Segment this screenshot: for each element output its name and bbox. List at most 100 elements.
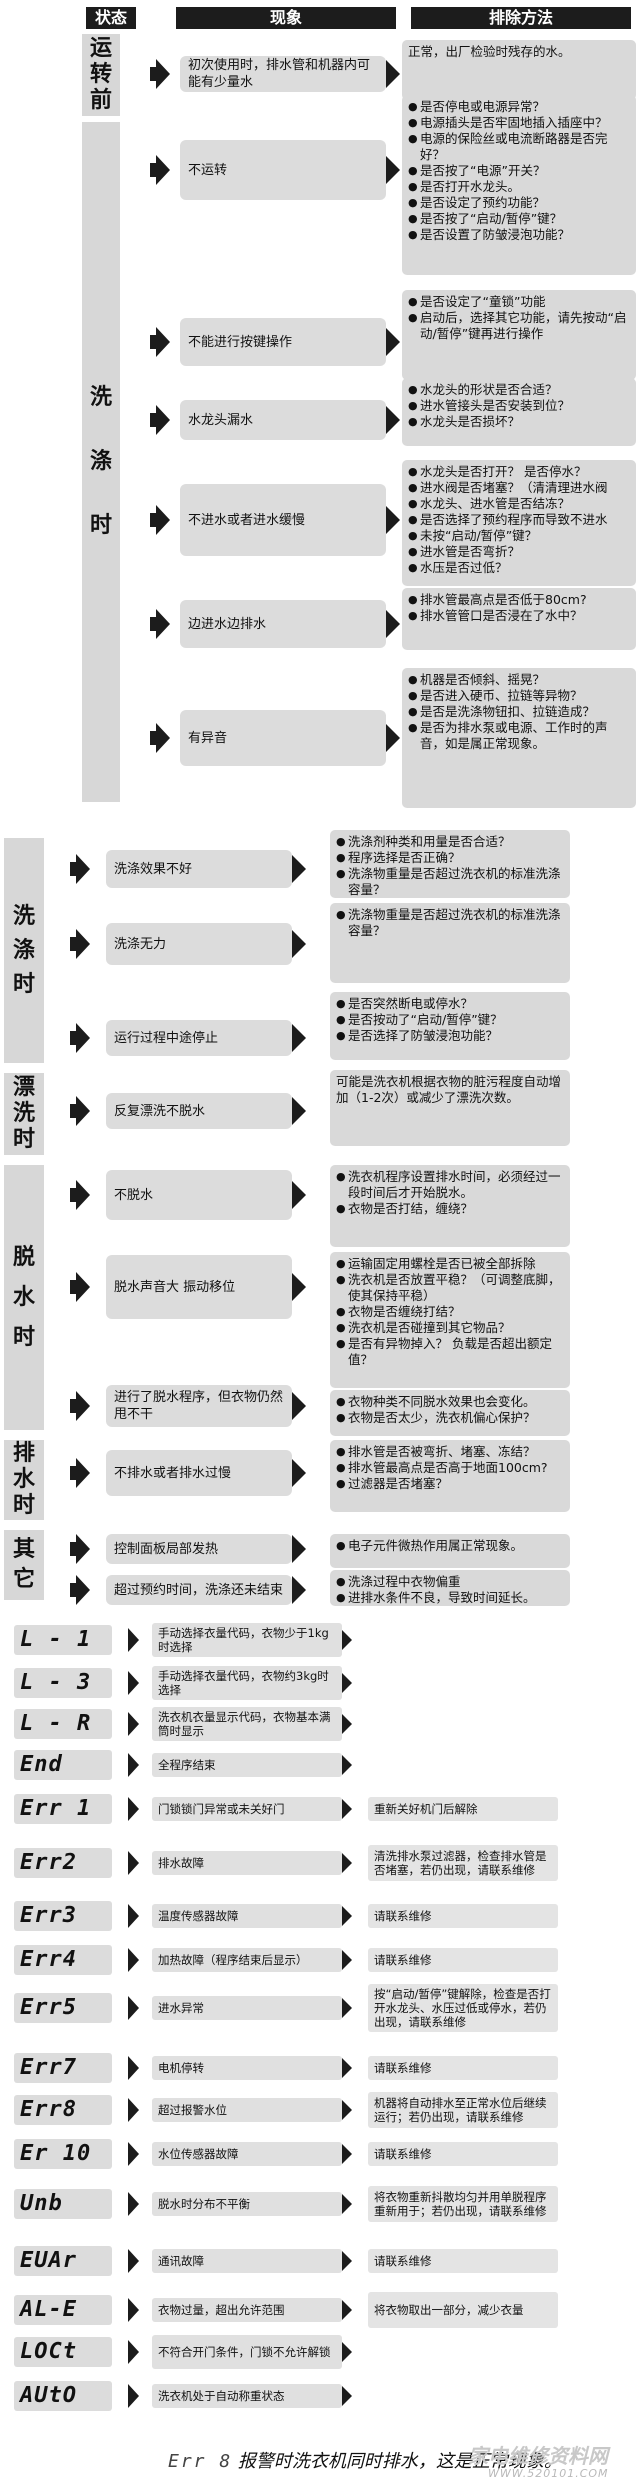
bullet-icon: ● — [336, 1395, 346, 1408]
arrow-icon — [70, 1534, 90, 1564]
fix-item: ●电源的保险丝或电流断路器是否完好？ — [408, 131, 630, 163]
pointer-icon — [292, 1576, 306, 1604]
error-code: LOCt — [14, 2337, 112, 2367]
fix-item: ●启动后，选择其它功能，请先按动“启动/暂停”键再进行操作 — [408, 310, 630, 342]
bullet-icon: ● — [408, 705, 418, 718]
pointer-icon — [342, 2194, 352, 2214]
fix-text: 是否停电或电源异常？ — [420, 99, 546, 114]
arrow-icon — [150, 723, 170, 753]
fix-item: ●是否进入硬币、拉链等异物？ — [408, 688, 630, 704]
arrow-icon — [128, 2384, 139, 2408]
fix-text: 电子元件微热作用属正常现象。 — [348, 1538, 524, 1553]
arrow-icon — [70, 854, 90, 884]
fix-box: ●机器是否倾斜、摇晃？●是否进入硬币、拉链等异物？●是否是洗涤物钮扣、拉链造成？… — [402, 668, 636, 808]
header-state: 状态 — [86, 7, 136, 29]
fix-text: 洗涤物重量是否超过洗衣机的标准洗涤容量？ — [348, 907, 561, 938]
fix-item: ●进排水条件不良，导致时间延长。 — [336, 1590, 564, 1606]
error-code: Err2 — [14, 1848, 112, 1878]
arrow-icon — [128, 2056, 139, 2080]
pointer-icon — [386, 724, 400, 752]
error-description: 手动选择衣量代码，衣物少于1kg时选择 — [152, 1623, 342, 1657]
error-code: AUtO — [14, 2381, 112, 2411]
fix-text: 水龙头的形状是否合适？ — [420, 382, 558, 397]
arrow-icon — [128, 2340, 139, 2364]
header-fix: 排除方法 — [411, 7, 631, 29]
bullet-icon: ● — [336, 851, 346, 864]
state-label: 排水时 — [13, 1441, 36, 1518]
fix-box: ●洗涤物重量是否超过洗衣机的标准洗涤容量？ — [330, 903, 570, 983]
fix-box: ●洗衣机程序设置排水时间，必须经过一段时间后才开始脱水。●衣物是否打结，缠绕？ — [330, 1165, 570, 1247]
fix-text: 是否是洗涤物钮扣、拉链造成？ — [420, 704, 596, 719]
pointer-icon — [386, 60, 400, 88]
error-solution: 清洗排水泵过滤器，检查排水管是否堵塞，若仍出现，请联系维修 — [368, 1845, 558, 1881]
fix-box: 正常，出厂检验时残存的水。 — [402, 40, 636, 100]
bullet-icon: ● — [336, 1029, 346, 1042]
fix-item: ●水压是否过低？ — [408, 560, 630, 576]
bullet-icon: ● — [336, 1337, 346, 1350]
pointer-icon — [342, 2300, 352, 2320]
bullet-icon: ● — [408, 311, 418, 324]
symptom-label: 初次使用时，排水管和机器内可能有少量水 — [180, 56, 386, 92]
bullet-icon: ● — [408, 228, 418, 241]
fix-text: 水龙头、进水管是否结冻？ — [420, 496, 571, 511]
fix-text: 运输固定用螺栓是否已被全部拆除 — [348, 1256, 536, 1271]
arrow-icon — [128, 2249, 139, 2273]
bullet-icon: ● — [408, 481, 418, 494]
arrow-icon — [150, 405, 170, 435]
fix-item: ●过滤器是否堵塞？ — [336, 1476, 564, 1492]
error-code: L - R — [14, 1709, 112, 1739]
bullet-icon: ● — [408, 399, 418, 412]
fix-text: 衣物是否打结，缠绕？ — [348, 1201, 474, 1216]
error-code: EUAr — [14, 2246, 112, 2276]
symptom-label: 超过预约时间，洗涤还未结束 — [106, 1575, 292, 1605]
pointer-icon — [342, 1799, 352, 1819]
pointer-icon — [386, 156, 400, 184]
pointer-icon — [292, 1273, 306, 1301]
state-label: 洗涤时 — [13, 903, 36, 997]
state-washing-2: 洗涤时 — [4, 838, 44, 1063]
symptom-label: 有异音 — [180, 710, 386, 766]
fix-item: ●是否为排水泵或电源、工作时的声音，如是属正常现象。 — [408, 720, 630, 752]
fix-text: 洗涤剂种类和用量是否合适？ — [348, 834, 511, 849]
fix-box: ●排水管是否被弯折、堵塞、冻结？●排水管最高点是否高于地面100cm?●过滤器是… — [330, 1440, 570, 1512]
fix-item: ●水龙头是否损坏？ — [408, 414, 630, 430]
arrow-icon — [128, 1996, 139, 2020]
fix-text: 进水管是否弯折？ — [420, 544, 521, 559]
fix-item: ●洗涤过程中衣物偏重 — [336, 1574, 564, 1590]
state-label: 洗涤时 — [90, 385, 113, 538]
state-spinning: 脱水时 — [4, 1165, 44, 1430]
state-label: 运转前 — [90, 36, 113, 113]
bullet-icon: ● — [408, 465, 418, 478]
bullet-icon: ● — [336, 1411, 346, 1424]
arrow-icon — [128, 2192, 139, 2216]
fix-text: 衣物种类不同脱水效果也会变化。 — [348, 1394, 536, 1409]
fix-item: ●洗涤物重量是否超过洗衣机的标准洗涤容量？ — [336, 907, 564, 939]
fix-text: 是否按了“启动/暂停”键？ — [420, 211, 563, 226]
bullet-icon: ● — [408, 383, 418, 396]
bullet-icon: ● — [336, 1591, 346, 1604]
fix-text: 进排水条件不良，导致时间延长。 — [348, 1590, 536, 1605]
fix-text: 进水阀是否堵塞？（清清理进水阀 — [420, 480, 608, 495]
fix-text: 是否突然断电或停水？ — [348, 996, 474, 1011]
error-code: Err 1 — [14, 1794, 112, 1824]
bullet-icon: ● — [336, 1257, 346, 1270]
fix-text: 未按“启动/暂停”键？ — [420, 528, 538, 543]
bullet-icon: ● — [408, 295, 418, 308]
symptom-label: 控制面板局部发热 — [106, 1534, 292, 1564]
bullet-icon: ● — [408, 593, 418, 606]
fix-text: 水龙头是否打开？ 是否停水？ — [420, 464, 587, 479]
bullet-icon: ● — [336, 997, 346, 1010]
state-washing-1: 洗涤时 — [82, 122, 120, 802]
error-description: 超过报警水位 — [152, 2098, 342, 2122]
fix-text: 是否进入硬币、拉链等异物？ — [420, 688, 583, 703]
state-before-run: 运转前 — [82, 34, 120, 116]
error-code: Unb — [14, 2189, 112, 2219]
bullet-icon: ● — [336, 1013, 346, 1026]
state-label: 其它 — [13, 1537, 36, 1592]
pointer-icon — [342, 2058, 352, 2078]
arrow-icon — [70, 1391, 90, 1421]
arrow-icon — [70, 1272, 90, 1302]
pointer-icon — [386, 406, 400, 434]
error-description: 水位传感器故障 — [152, 2142, 342, 2166]
bullet-icon: ● — [408, 497, 418, 510]
